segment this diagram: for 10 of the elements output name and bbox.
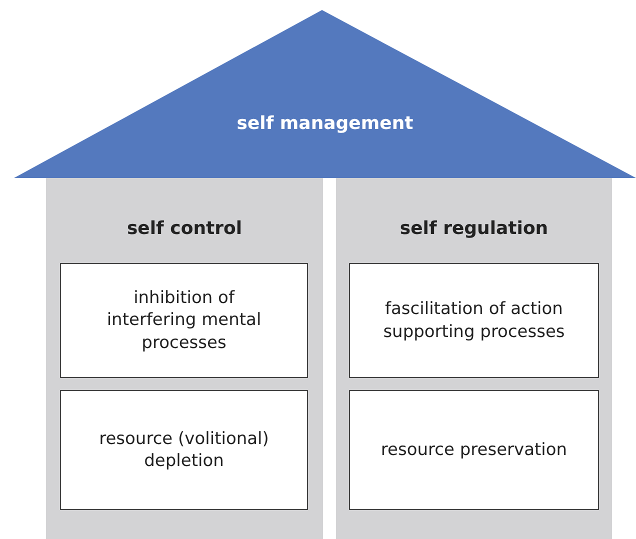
pillar-heading: self regulation <box>398 218 550 239</box>
pillar-panel <box>336 178 612 539</box>
pillar-panel <box>46 178 323 539</box>
process-box: fascilitation of action supporting processes <box>349 263 599 378</box>
roof-triangle <box>14 10 636 178</box>
process-box: resource (volitional) depletion <box>60 390 308 510</box>
roof-title: self management <box>236 113 414 134</box>
pillar-heading: self control <box>126 218 244 239</box>
process-box: resource preservation <box>349 390 599 510</box>
process-box: inhibition of interfering mental processes <box>60 263 308 378</box>
